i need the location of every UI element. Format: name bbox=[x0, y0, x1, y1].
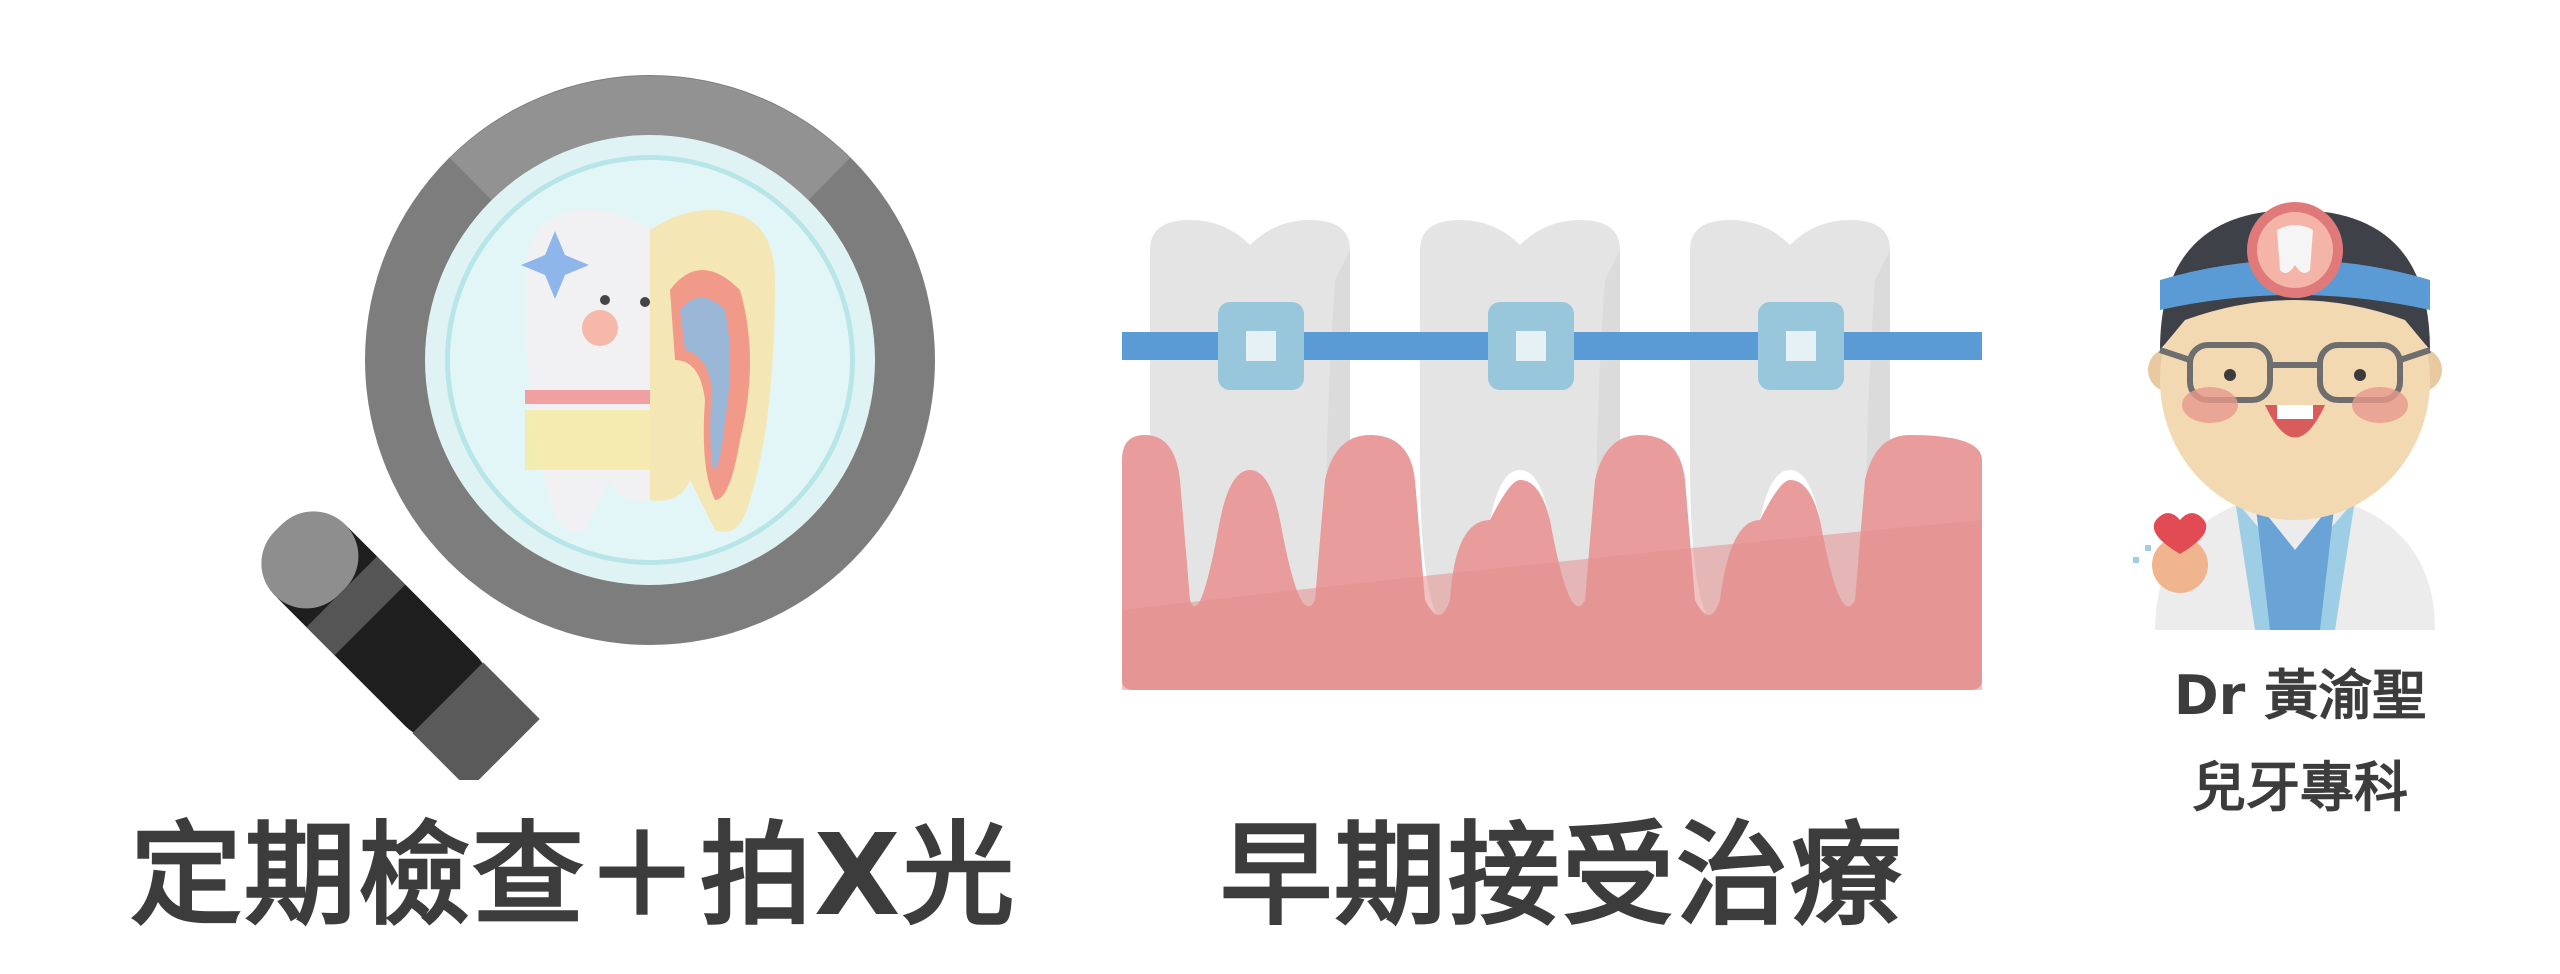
doctor-avatar bbox=[2105, 170, 2485, 630]
cartoon-dentist-icon bbox=[2133, 202, 2442, 630]
doctor-signature: Dr 黃渝聖 兒牙專科 bbox=[2150, 650, 2450, 834]
treatment-panel bbox=[1110, 220, 1990, 700]
braces-teeth-icon bbox=[1122, 220, 1982, 690]
magnifier-tooth-xray-icon bbox=[261, 75, 935, 780]
checkup-caption: 定期檢查＋拍X光 bbox=[130, 811, 1017, 941]
treatment-caption: 早期接受治療 bbox=[1220, 811, 1904, 941]
doctor-title: 兒牙專科 bbox=[2192, 756, 2408, 819]
checkup-panel bbox=[180, 60, 960, 780]
doctor-name: Dr 黃渝聖 bbox=[2173, 664, 2427, 727]
